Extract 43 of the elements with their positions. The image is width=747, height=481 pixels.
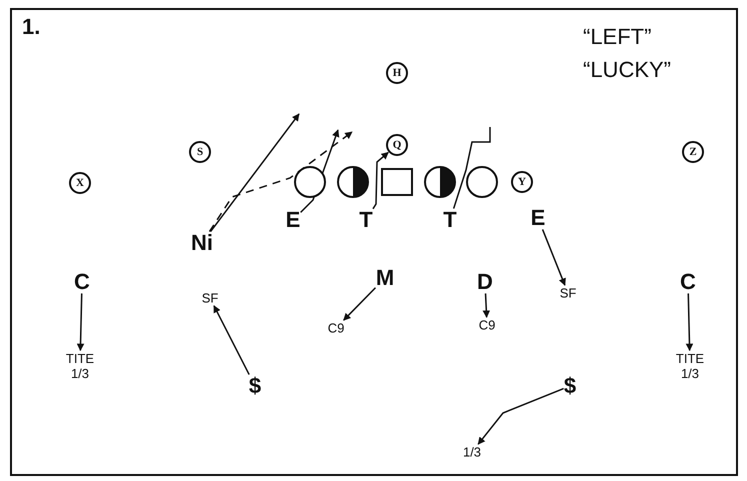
defender-label: D bbox=[477, 271, 493, 293]
route-arrow bbox=[686, 293, 694, 352]
offense-player-circle: Z bbox=[682, 141, 704, 163]
defender-label: T bbox=[359, 209, 373, 231]
route-arrow bbox=[76, 293, 84, 352]
zone-label: C9 bbox=[328, 320, 344, 336]
route-arrow bbox=[372, 152, 389, 210]
zone-label: SF bbox=[560, 286, 576, 300]
zone-label: TITE 1/3 bbox=[60, 351, 100, 381]
center-square bbox=[381, 168, 413, 196]
offense-player-circle: S bbox=[189, 141, 211, 163]
offense-player-circle: H bbox=[386, 62, 408, 84]
offense-player-circle: Y bbox=[511, 171, 533, 193]
defender-label: $ bbox=[564, 375, 576, 397]
defender-label: Ni bbox=[191, 232, 213, 254]
play-number: 1. bbox=[22, 14, 40, 40]
formation-call: “LUCKY” bbox=[583, 57, 672, 83]
defender-label: C bbox=[680, 271, 696, 293]
route-arrow bbox=[542, 229, 566, 286]
defender-label: $ bbox=[248, 375, 262, 397]
half-filled-circle bbox=[424, 166, 456, 198]
zone-label: SF bbox=[202, 290, 218, 306]
defender-label: E bbox=[286, 209, 300, 231]
route-arrow bbox=[213, 305, 250, 375]
route-arrow bbox=[210, 113, 300, 232]
route-arrow bbox=[208, 131, 353, 232]
route-arrow bbox=[478, 388, 564, 445]
defender-label: C bbox=[74, 271, 90, 293]
offense-player-circle: X bbox=[69, 172, 91, 194]
defender-label: T bbox=[443, 209, 457, 231]
defender-label: E bbox=[530, 207, 546, 229]
blocking-route-line bbox=[452, 127, 491, 209]
half-filled-circle bbox=[337, 166, 369, 198]
lineman-circle bbox=[294, 166, 326, 198]
offense-player-circle: Q bbox=[386, 134, 408, 156]
route-arrow bbox=[482, 293, 490, 318]
route-arrow bbox=[343, 287, 376, 321]
formation-call: “LEFT” bbox=[583, 24, 652, 50]
zone-label: TITE 1/3 bbox=[670, 351, 710, 381]
zone-label: C9 bbox=[478, 318, 496, 332]
defender-label: M bbox=[376, 267, 394, 289]
lineman-circle bbox=[466, 166, 498, 198]
zone-label: 1/3 bbox=[462, 444, 482, 460]
